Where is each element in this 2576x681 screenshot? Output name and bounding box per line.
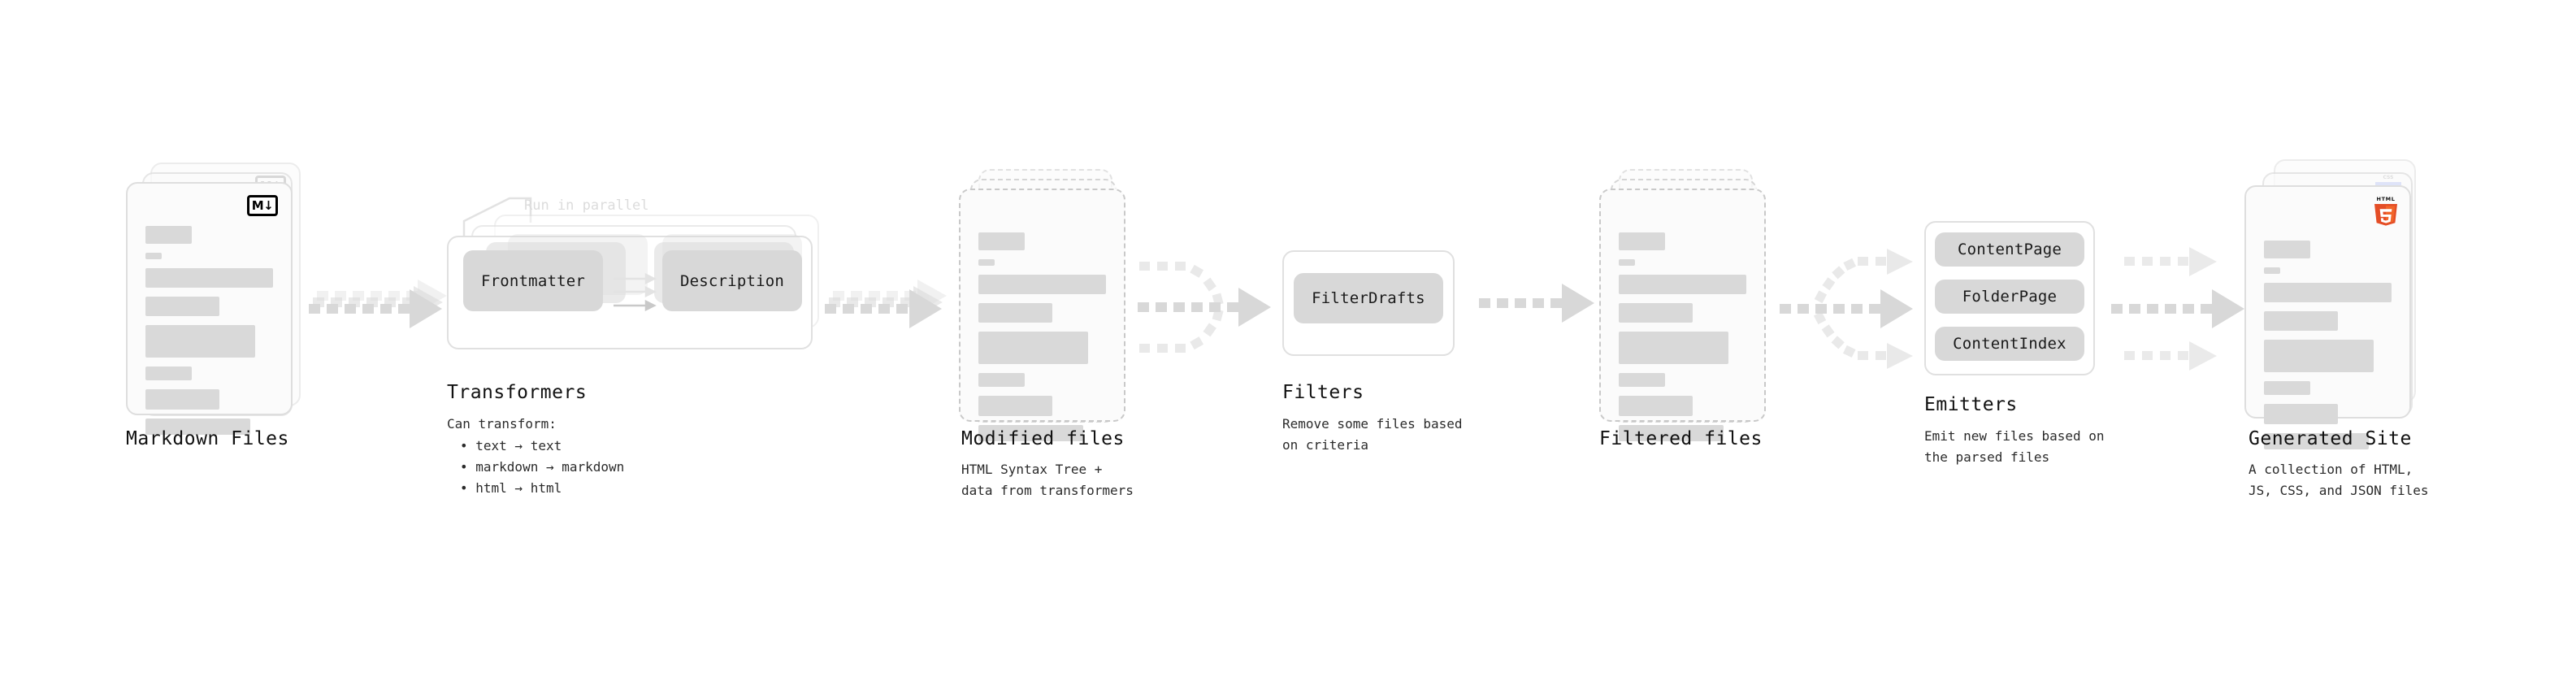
filter-label-filterdrafts: FilterDrafts — [1312, 289, 1425, 307]
content-bar — [145, 367, 192, 380]
transformers-sub-heading: Can transform: — [447, 416, 557, 432]
transformers-bullet-markdown: • markdown → markdown — [460, 459, 625, 475]
stage-filtered-files — [1599, 169, 1774, 441]
label-modified-files: Modified files — [961, 428, 1125, 449]
modified-file-stack — [959, 169, 1134, 441]
content-bar — [2264, 433, 2369, 449]
stage-markdown-files: M↓ M↓ M↓ — [126, 163, 301, 435]
generated-site-subtitle: A collection of HTML, JS, CSS, and JSON … — [2249, 462, 2429, 498]
emitter-label-contentindex: ContentIndex — [1953, 335, 2066, 353]
markdown-file-stack: M↓ M↓ M↓ — [126, 163, 301, 435]
content-bar — [978, 396, 1053, 416]
content-bar — [2264, 381, 2310, 395]
label-transformers: Transformers — [447, 382, 588, 403]
note-run-in-parallel: Run in parallel — [524, 197, 649, 214]
label-emitters: Emitters — [1924, 394, 2018, 415]
arrow-filters-to-filtered — [1479, 284, 1594, 323]
content-bar — [978, 303, 1053, 323]
content-bar — [145, 419, 250, 435]
html5-badge: HTML — [2372, 195, 2400, 231]
run-in-parallel-bracket — [462, 197, 532, 244]
emitter-label-folderpage: FolderPage — [1962, 288, 2058, 306]
stage-transformers: Frontmatter Description — [447, 195, 829, 358]
emitter-pill-contentpage[interactable]: ContentPage — [1935, 232, 2084, 267]
filters-subtitle: Remove some files based on criteria — [1282, 416, 1463, 453]
transformer-pill-frontmatter[interactable]: Frontmatter — [463, 250, 603, 311]
markdown-file-content — [145, 226, 273, 444]
content-bar — [145, 325, 256, 358]
generated-site-stack: CSS HTML — [2244, 159, 2431, 449]
modified-file-front — [959, 189, 1125, 441]
markdown-file-front: M↓ — [126, 182, 293, 435]
arrow-modified-to-filters — [1138, 262, 1271, 353]
emitter-pill-contentindex[interactable]: ContentIndex — [1935, 327, 2084, 361]
stage-modified-files — [959, 169, 1134, 441]
modified-files-subtitle: HTML Syntax Tree + data from transformer… — [961, 462, 1134, 498]
content-bar — [978, 425, 1083, 441]
arrow-filtered-to-emitters — [1780, 249, 1913, 369]
content-bar — [2264, 311, 2339, 331]
content-bar — [145, 389, 220, 410]
content-bar — [1619, 332, 1729, 364]
stage-generated-site: CSS HTML — [2244, 159, 2431, 449]
filtered-file-front — [1599, 189, 1766, 441]
content-bar — [145, 297, 220, 316]
generated-file-html: HTML — [2244, 185, 2411, 449]
arrow-emitters-to-site — [2111, 247, 2244, 371]
content-bar — [2264, 241, 2310, 258]
content-bar — [1619, 303, 1693, 323]
markdown-badge-front: M↓ — [247, 195, 278, 216]
content-bar — [1619, 259, 1636, 266]
emitter-label-contentpage: ContentPage — [1957, 241, 2062, 258]
content-bar — [1619, 373, 1665, 387]
label-markdown-files: Markdown Files — [126, 428, 289, 449]
content-bar — [145, 226, 192, 244]
content-bar — [978, 373, 1025, 387]
transformer-pill-description[interactable]: Description — [662, 250, 802, 311]
transformer-label-description: Description — [679, 271, 785, 290]
content-bar — [978, 232, 1025, 250]
arrow-markdown-to-transformers — [309, 280, 447, 328]
content-bar — [2264, 404, 2339, 424]
transformers-bullet-text: • text → text — [460, 438, 562, 453]
content-bar — [2264, 283, 2392, 302]
filtered-file-content — [1619, 232, 1746, 450]
content-bar — [978, 332, 1089, 364]
content-bar — [2264, 340, 2374, 372]
content-bar — [1619, 232, 1665, 250]
content-bar — [1619, 275, 1746, 294]
filtered-file-stack — [1599, 169, 1774, 441]
content-bar — [2264, 267, 2281, 274]
html5-badge-svg: HTML — [2374, 196, 2397, 226]
transformer-label-frontmatter: Frontmatter — [480, 271, 586, 290]
transformers-bullet-html: • html → html — [460, 480, 562, 496]
label-filtered-files: Filtered files — [1599, 428, 1763, 449]
content-bar — [1619, 396, 1693, 416]
emitter-pill-folderpage[interactable]: FolderPage — [1935, 280, 2084, 314]
label-filters: Filters — [1282, 382, 1364, 403]
transformer-inner-arrows — [614, 272, 657, 312]
content-bar — [978, 275, 1106, 294]
label-generated-site: Generated Site — [2249, 428, 2412, 449]
generated-file-content — [2264, 241, 2392, 458]
arrow-transformers-to-modified — [825, 280, 947, 328]
svg-text:HTML: HTML — [2377, 196, 2396, 202]
emitters-subtitle: Emit new files based on the parsed files — [1924, 428, 2105, 465]
content-bar — [145, 253, 163, 259]
filter-pill-filterdrafts[interactable]: FilterDrafts — [1294, 273, 1443, 323]
content-bar — [978, 259, 995, 266]
modified-file-content — [978, 232, 1106, 450]
content-bar — [145, 268, 273, 288]
content-bar — [1619, 425, 1724, 441]
